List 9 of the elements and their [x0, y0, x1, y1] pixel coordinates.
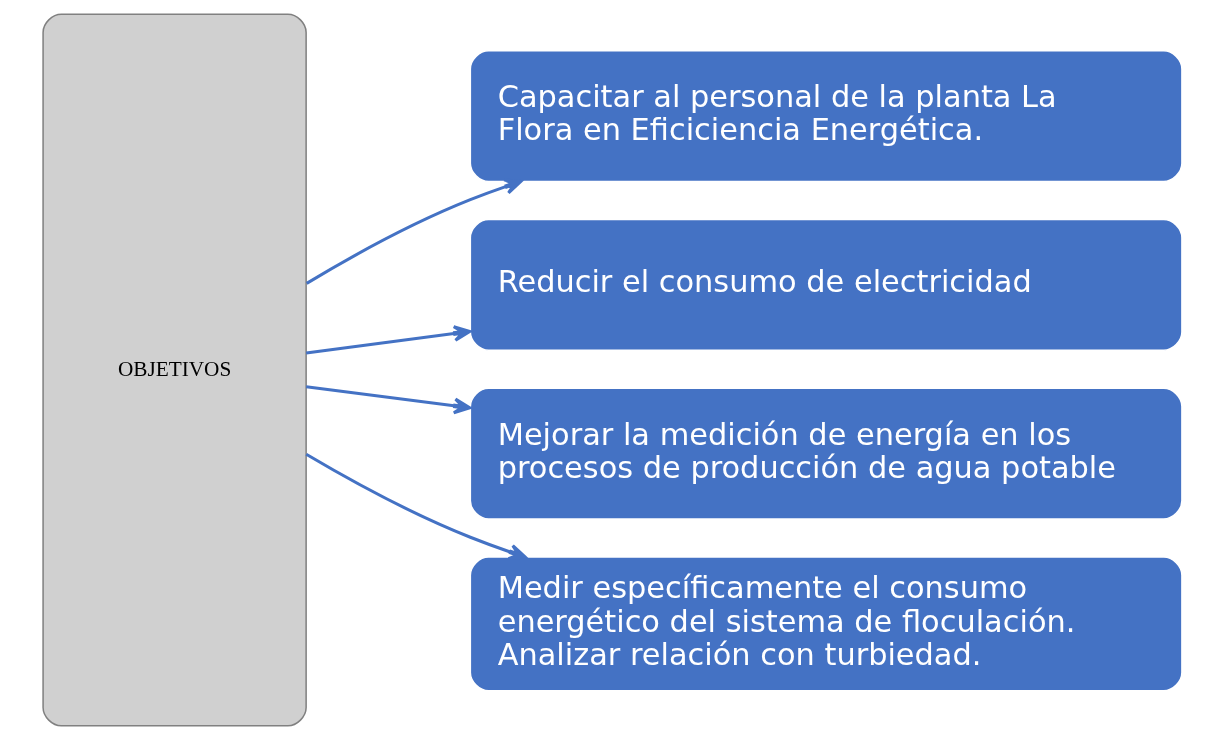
node-box: Mejorar la medición de energía en los procesos de producción de agua potable — [469, 387, 1183, 520]
node-box: Reducir el consumo de electricidad — [469, 218, 1183, 351]
node-box: OBJETIVOS — [42, 13, 307, 727]
arrow — [306, 325, 472, 355]
node-box: Capacitar al personal de la planta La Flora en Eficiciencia Energética. — [469, 49, 1183, 183]
arrow — [305, 452, 527, 561]
arrow — [306, 385, 472, 415]
arrow — [305, 178, 523, 285]
node-box: Medir específicamente el consumo energético del sistema de floculación. Analizar relación con turbiedad. — [469, 556, 1183, 692]
